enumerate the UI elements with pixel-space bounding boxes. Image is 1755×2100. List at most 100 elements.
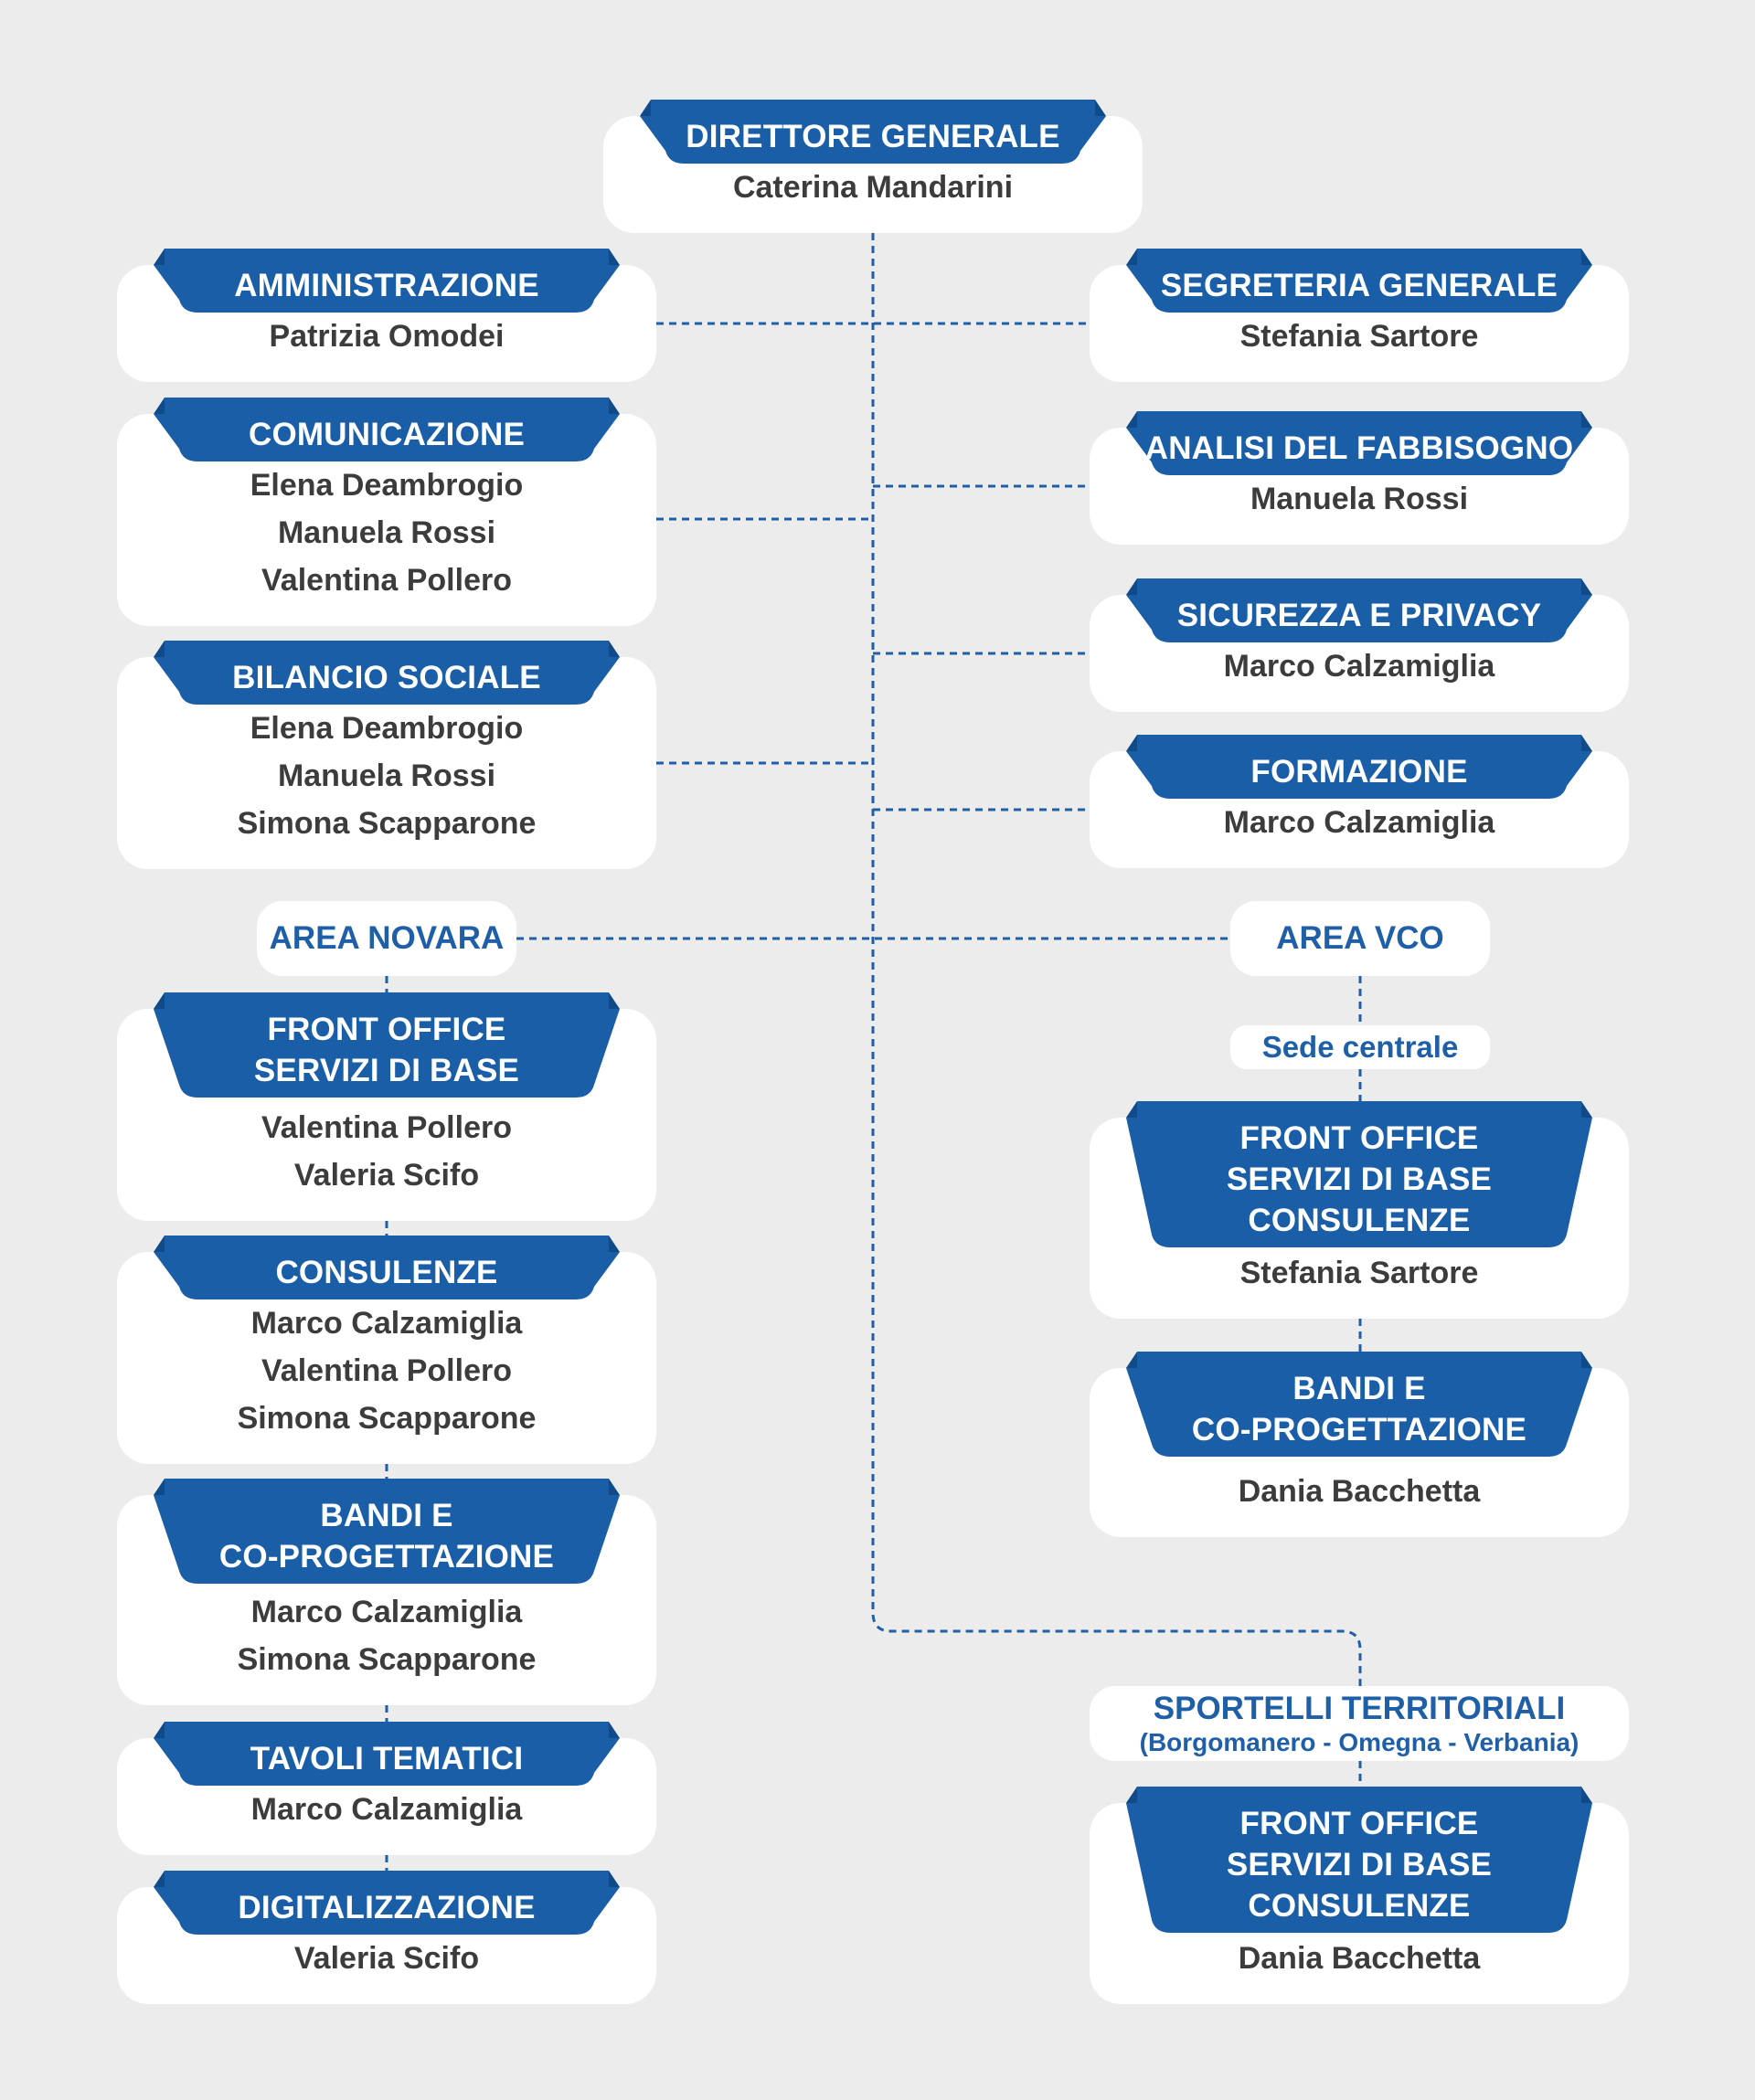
org-node-analisi-fabbisogno: ANALISI DEL FABBISOGNO Manuela Rossi (1090, 411, 1629, 545)
ribbon-shape (1126, 249, 1592, 313)
member-name: Valeria Scifo (293, 1158, 480, 1193)
area-label-area-vco: AREA VCO (1230, 901, 1490, 976)
org-node-sicurezza-privacy: SICUREZZA E PRIVACY Marco Calzamiglia (1090, 578, 1629, 712)
org-node-title-tab: FRONT OFFICE SERVIZI DI BASE CONSULENZE (1126, 1787, 1592, 1933)
org-node-title: SERVIZI DI BASE (1226, 1846, 1493, 1883)
ribbon-shape (154, 249, 620, 313)
org-node-novara-front-office: FRONT OFFICE SERVIZI DI BASE Valentina Pol… (117, 992, 656, 1221)
org-node-members: Marco Calzamiglia (117, 1786, 656, 1833)
ribbon-shape (1126, 735, 1592, 799)
member-name: Marco Calzamiglia (250, 1792, 523, 1827)
area-label-sportelli-territoriali: SPORTELLI TERRITORIALI(Borgomanero - Ome… (1090, 1686, 1629, 1761)
ribbon-shape (640, 100, 1106, 164)
member-name: Simona Scapparone (237, 1401, 537, 1436)
org-node-title-tab: ANALISI DEL FABBISOGNO (1126, 411, 1592, 475)
org-node-sportelli-front-office: FRONT OFFICE SERVIZI DI BASE CONSULENZE Dan… (1090, 1787, 1629, 2004)
member-name: Valentina Pollero (261, 563, 512, 598)
area-title: AREA NOVARA (269, 920, 505, 956)
org-node-title-tab: BILANCIO SOCIALE (154, 641, 620, 705)
org-node-members: Caterina Mandarini (603, 164, 1143, 211)
org-node-title: SICUREZZA E PRIVACY (1176, 597, 1542, 633)
member-name: Dania Bacchetta (1238, 1474, 1481, 1509)
area-title: SPORTELLI TERRITORIALI (1153, 1691, 1566, 1726)
member-name: Dania Bacchetta (1238, 1941, 1481, 1976)
ribbon-shape (154, 641, 620, 705)
member-name: Simona Scapparone (237, 1642, 537, 1677)
org-node-title: FRONT OFFICE (267, 1011, 506, 1047)
org-node-members: Dania Bacchetta (1090, 1468, 1629, 1515)
org-node-novara-digitalizzazione: DIGITALIZZAZIONE Valeria Scifo (117, 1871, 656, 2004)
ribbon-shape (154, 1236, 620, 1299)
ribbon-shape (1126, 1101, 1592, 1247)
member-name: Stefania Sartore (1239, 319, 1479, 354)
area-title: Sede centrale (1261, 1030, 1459, 1064)
org-node-title: COMUNICAZIONE (248, 416, 526, 452)
member-name: Elena Deambrogio (250, 468, 524, 503)
member-name: Manuela Rossi (277, 515, 496, 550)
connector-trunk (871, 233, 1362, 1686)
org-node-title-tab: DIRETTORE GENERALE (640, 100, 1106, 164)
ribbon-shape (1126, 1787, 1592, 1933)
org-node-direttore-generale: DIRETTORE GENERALE Caterina Mandarini (603, 100, 1143, 233)
member-name: Simona Scapparone (237, 806, 537, 841)
member-name: Elena Deambrogio (250, 711, 524, 746)
area-subtitle: (Borgomanero - Omegna - Verbania) (1139, 1728, 1580, 1756)
ribbon-shape (154, 992, 620, 1098)
org-node-members: Stefania Sartore (1090, 1249, 1629, 1297)
org-node-title-tab: FORMAZIONE (1126, 735, 1592, 799)
org-node-title: SERVIZI DI BASE (253, 1052, 520, 1088)
org-node-title: CONSULENZE (275, 1254, 498, 1290)
member-name: Marco Calzamiglia (1223, 649, 1495, 684)
org-node-title: BANDI E (1292, 1370, 1426, 1406)
org-node-title: AMMINISTRAZIONE (234, 267, 539, 303)
org-node-title-tab: BANDI E CO-PROGETTAZIONE (1126, 1352, 1592, 1457)
org-node-title-tab: CONSULENZE (154, 1236, 620, 1299)
org-node-title: FORMAZIONE (1250, 753, 1468, 790)
org-node-vco-bandi: BANDI E CO-PROGETTAZIONE Dania Bacchetta (1090, 1352, 1629, 1537)
member-name: Manuela Rossi (277, 758, 496, 793)
ribbon-shape (1126, 578, 1592, 642)
org-node-members: Manuela Rossi (1090, 475, 1629, 523)
org-node-title: TAVOLI TEMATICI (250, 1740, 524, 1777)
member-name: Valentina Pollero (261, 1353, 512, 1388)
org-node-title: BANDI E (320, 1497, 453, 1533)
org-node-title: DIGITALIZZAZIONE (238, 1889, 536, 1925)
member-name: Caterina Mandarini (732, 170, 1014, 205)
org-node-members: Dania Bacchetta (1090, 1935, 1629, 1982)
org-node-members: Marco Calzamiglia (1090, 642, 1629, 690)
org-node-novara-tavoli: TAVOLI TEMATICI Marco Calzamiglia (117, 1722, 656, 1855)
member-name: Marco Calzamiglia (250, 1306, 523, 1341)
org-node-title: DIRETTORE GENERALE (686, 118, 1060, 154)
org-node-members: Marco Calzamiglia (1090, 799, 1629, 846)
member-name: Valeria Scifo (293, 1941, 480, 1976)
org-node-title: BILANCIO SOCIALE (232, 659, 541, 695)
ribbon-shape (154, 398, 620, 461)
member-name: Valentina Pollero (261, 1110, 512, 1145)
org-node-members: Stefania Sartore (1090, 313, 1629, 360)
org-node-title-tab: COMUNICAZIONE (154, 398, 620, 461)
area-label-area-novara: AREA NOVARA (257, 901, 516, 976)
org-node-title: CO-PROGETTAZIONE (1191, 1411, 1527, 1448)
member-name: Manuela Rossi (1250, 482, 1469, 516)
org-node-title: FRONT OFFICE (1239, 1119, 1479, 1156)
org-node-title: FRONT OFFICE (1239, 1805, 1479, 1841)
area-label-sede-centrale: Sede centrale (1230, 1025, 1490, 1069)
ribbon-shape (1126, 411, 1592, 475)
org-node-title-tab: AMMINISTRAZIONE (154, 249, 620, 313)
org-node-members: Valeria Scifo (117, 1935, 656, 1982)
org-node-title: CONSULENZE (1248, 1887, 1471, 1924)
org-node-title-tab: FRONT OFFICE SERVIZI DI BASE (154, 992, 620, 1098)
org-node-title: ANALISI DEL FABBISOGNO (1144, 430, 1574, 466)
